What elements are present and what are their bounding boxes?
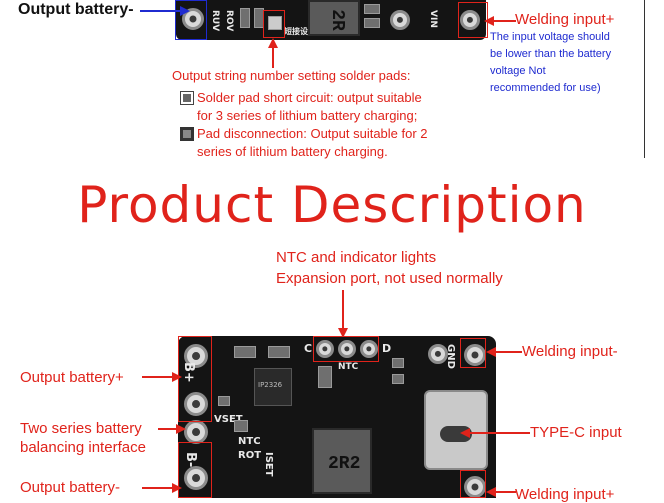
vin-pad: [460, 10, 480, 30]
smd-component: [364, 4, 380, 14]
top-mid-pad: [390, 10, 410, 30]
disconnect-pad-icon: [180, 127, 194, 141]
smd-component: [234, 346, 256, 358]
smd-component: [218, 396, 230, 406]
input-voltage-note-line3: voltage Not: [490, 65, 546, 77]
two-series-line1: Two series battery: [20, 420, 142, 437]
top-inductor-label: 2R: [326, 9, 347, 31]
welding-input-plus-bottom-label: Welding input+: [515, 486, 615, 503]
ntc-header-box: [313, 336, 379, 362]
top-output-battery-minus-box: [175, 0, 207, 40]
top-pcb-board: RUV ROV 短接设置3串 2R VIN: [176, 0, 486, 40]
b-plus-box: [178, 336, 212, 422]
smd-component: [392, 358, 404, 368]
top-blue-arrow: [140, 6, 190, 16]
input-voltage-note-line2: be lower than the battery: [490, 48, 612, 60]
ntc-arrow-down: [338, 290, 348, 338]
top-setting-pad-box: [263, 10, 285, 38]
top-red-arrow-vin: [484, 16, 516, 26]
top-output-battery-minus-label: Output battery-: [18, 1, 134, 18]
smd-component: [240, 8, 250, 28]
ruv-label: RUV: [210, 10, 220, 32]
gnd-label: GND: [445, 344, 456, 369]
arrow-welding-input-plus-bottom: [486, 487, 516, 497]
setting-title: Output string number setting solder pads…: [172, 68, 411, 83]
bottom-inductor-label: 2R2: [328, 454, 361, 474]
input-voltage-note-line4: recommended for use): [490, 82, 601, 94]
smd-component: [234, 420, 248, 432]
rot-label: ROT: [238, 450, 262, 461]
header-pad-1: [316, 340, 334, 358]
smd-component: [392, 374, 404, 384]
type-c-port: [440, 426, 472, 442]
arrow-two-series: [158, 424, 186, 434]
ntc-line2: Expansion port, not used normally: [276, 270, 503, 287]
input-voltage-note-line1: The input voltage should: [490, 31, 610, 43]
ntc-header-label: NTC: [338, 362, 359, 372]
page-title: Product Description: [77, 176, 587, 234]
d-label: D: [382, 342, 392, 355]
short-circuit-line1: Solder pad short circuit: output suitabl…: [197, 90, 422, 105]
solder-pad-square: [268, 16, 282, 30]
type-c-input-label: TYPE-C input: [530, 424, 622, 441]
type-c-connector: [424, 390, 488, 470]
balance-pad: [184, 420, 208, 444]
header-pad-2: [338, 340, 356, 358]
c-label: C: [304, 342, 313, 355]
welding-input-minus-label: Welding input-: [522, 343, 618, 360]
two-series-line2: balancing interface: [20, 439, 146, 456]
ic-chip-label: IP2326: [258, 381, 283, 389]
top-red-arrow-up: [268, 38, 278, 68]
bottom-output-battery-minus-label: Output battery-: [20, 479, 121, 496]
cn-label: 短接设置3串: [284, 27, 330, 36]
vin-label: VIN: [428, 10, 438, 28]
right-divider: [644, 0, 645, 158]
short-circuit-pad-icon: [180, 91, 194, 105]
b-plus-pad-2: [184, 392, 208, 416]
b-plus-pad-1: [184, 344, 208, 368]
arrow-welding-input-minus: [486, 347, 522, 357]
gnd-pad: [464, 344, 486, 366]
header-pad-3: [360, 340, 378, 358]
gnd-pad-inner: [428, 344, 448, 364]
arrow-output-battery-plus: [142, 372, 182, 382]
b-minus-pad: [184, 466, 208, 490]
top-inductor: [308, 0, 360, 36]
arrow-type-c: [460, 428, 530, 438]
ntc-line1: NTC and indicator lights: [276, 249, 437, 266]
rov-label: ROV: [224, 10, 234, 32]
disconnect-line1: Pad disconnection: Output suitable for 2: [197, 126, 428, 141]
smd-component: [268, 346, 290, 358]
b-minus-box: [178, 442, 212, 498]
smd-component: [318, 366, 332, 388]
short-circuit-line2: for 3 series of lithium battery charging…: [197, 108, 418, 123]
arrow-output-battery-minus: [142, 483, 182, 493]
bottom-right-box: [460, 470, 486, 498]
bottom-pcb-board: B+ B- VSET NTC ROT ISET IP2326 2R2 C D N…: [178, 336, 496, 498]
output-battery-plus-label: Output battery+: [20, 369, 124, 386]
top-left-pad: [182, 8, 204, 30]
top-welding-input-plus: Welding input+: [515, 11, 615, 28]
smd-component: [364, 18, 380, 28]
bottom-inductor: [312, 428, 372, 494]
ic-chip: IP2326: [254, 368, 292, 406]
vset-label: VSET: [214, 414, 243, 425]
ntc-silk-label: NTC: [238, 436, 261, 447]
bottom-right-pad: [464, 476, 486, 498]
disconnect-line2: series of lithium battery charging.: [197, 144, 388, 159]
gnd-box: [460, 338, 486, 368]
iset-label: ISET: [263, 452, 274, 477]
